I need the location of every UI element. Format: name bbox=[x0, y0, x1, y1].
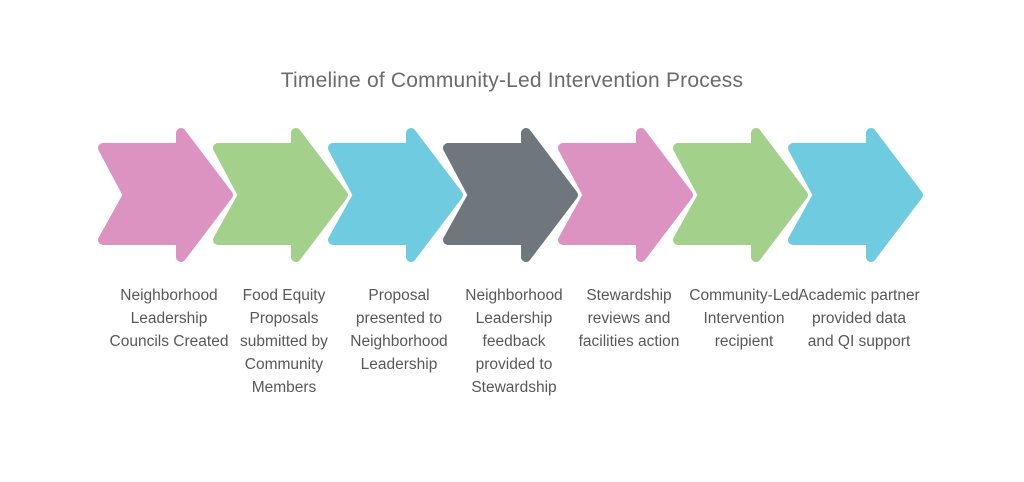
step-label-2: Food Equity Proposals submitted by Commu… bbox=[240, 287, 328, 396]
step-label-5: Stewardship reviews and facilities actio… bbox=[578, 287, 680, 350]
arrow-step-1 bbox=[98, 128, 233, 262]
step-label-3: Proposal presented to Neighborhood Leade… bbox=[350, 287, 448, 373]
step-label-1: Neighborhood Leadership Councils Created bbox=[109, 287, 229, 350]
arrow-step-2 bbox=[213, 128, 348, 262]
arrow-step-7 bbox=[788, 128, 923, 262]
arrow-step-4 bbox=[443, 128, 578, 262]
arrow-step-5 bbox=[558, 128, 693, 262]
step-label-7: Academic partner provided data and QI su… bbox=[798, 287, 920, 350]
step-label-4: Neighborhood Leadership feedback provide… bbox=[465, 287, 563, 396]
arrow-step-6 bbox=[673, 128, 808, 262]
arrow-step-3 bbox=[328, 128, 463, 262]
diagram-title: Timeline of Community-Led Intervention P… bbox=[280, 69, 744, 92]
step-label-6: Community-Led Intervention recipient bbox=[689, 287, 799, 350]
